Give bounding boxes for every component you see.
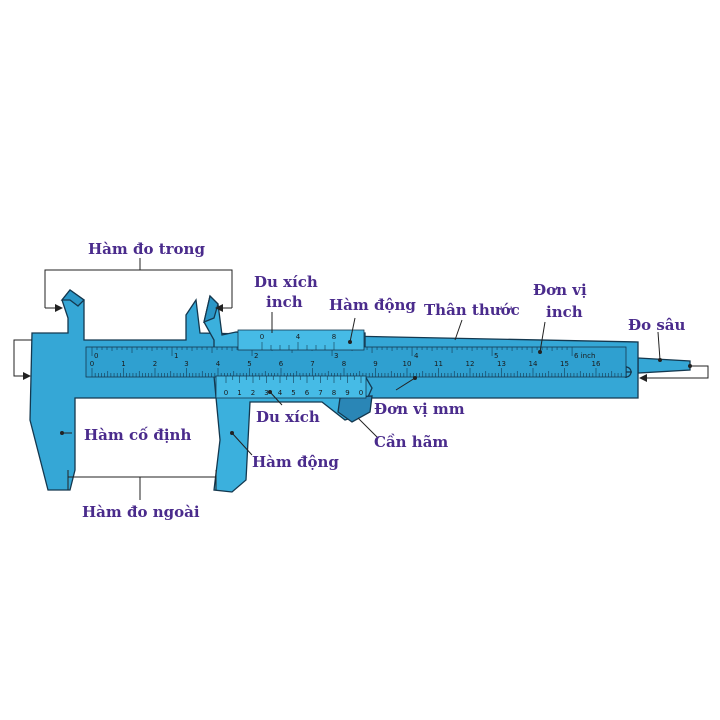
label-inch-unit-2: inch xyxy=(546,303,583,321)
vernier-mm-label: 9 xyxy=(345,389,349,397)
inch-tick-label: 3 xyxy=(334,352,338,360)
vernier-mm-label: 5 xyxy=(291,389,295,397)
cm-tick-label: 11 xyxy=(434,360,443,368)
depth-probe-rod xyxy=(637,357,691,374)
vernier-inch-label: 8 xyxy=(332,333,336,341)
inch-tick-label: 5 xyxy=(494,352,498,360)
vernier-mm-label: 2 xyxy=(251,389,255,397)
cm-tick-label: 12 xyxy=(466,360,475,368)
inch-tick-label: 6 inch xyxy=(574,352,595,360)
inch-tick-label: 4 xyxy=(414,352,419,360)
vernier-inch-label: 0 xyxy=(260,333,264,341)
label-outside-jaws: Hàm đo ngoài xyxy=(82,503,200,521)
vernier-mm-label: 4 xyxy=(278,389,283,397)
label-vernier-inch-1: Du xích xyxy=(254,273,318,291)
cm-tick-label: 4 xyxy=(216,360,221,368)
vernier-mm-label: 8 xyxy=(332,389,336,397)
label-fixed-jaw: Hàm cố định xyxy=(84,426,191,444)
vernier-mm-label: 0 xyxy=(359,389,363,397)
label-depth-probe: Đo sâu xyxy=(628,316,686,334)
inch-tick-label: 0 xyxy=(94,352,98,360)
vernier-inch-label: 4 xyxy=(296,333,301,341)
lock-screw xyxy=(337,395,373,423)
label-inch-unit-1: Đơn vị xyxy=(533,281,587,299)
vernier-mm-window xyxy=(215,375,367,399)
main-scale-strip xyxy=(85,346,627,378)
labels: Hàm đo trong Du xích inch Hàm động Thân … xyxy=(82,240,686,521)
leader-lines xyxy=(13,258,709,500)
cm-tick-label: 7 xyxy=(310,360,314,368)
cm-tick-label: 0 xyxy=(90,360,94,368)
cm-tick-label: 9 xyxy=(373,360,377,368)
vernier-mm-label: 1 xyxy=(237,389,241,397)
cm-tick-label: 1 xyxy=(121,360,125,368)
label-mm-unit: Đơn vị mm xyxy=(374,400,465,418)
inside-jaw-left xyxy=(60,289,86,307)
cm-tick-label: 3 xyxy=(184,360,188,368)
cm-tick-label: 8 xyxy=(342,360,346,368)
vernier-mm-label: 6 xyxy=(305,389,310,397)
label-moving-jaw-top: Hàm động xyxy=(329,296,416,314)
vernier-mm-label: 7 xyxy=(318,389,322,397)
inch-tick-label: 2 xyxy=(254,352,258,360)
vernier-mm-label: 0 xyxy=(224,389,228,397)
cm-tick-label: 10 xyxy=(403,360,412,368)
cm-tick-label: 16 xyxy=(592,360,601,368)
cm-tick-label: 2 xyxy=(153,360,157,368)
label-vernier-inch-2: inch xyxy=(266,293,303,311)
label-inside-jaws: Hàm đo trong xyxy=(88,240,205,258)
label-lock-screw: Cần hãm xyxy=(374,433,448,451)
cm-tick-label: 5 xyxy=(247,360,251,368)
cm-tick-label: 6 xyxy=(279,360,284,368)
inch-tick-label: 1 xyxy=(174,352,178,360)
cm-tick-label: 13 xyxy=(497,360,506,368)
vernier-mm-label: 3 xyxy=(264,389,268,397)
label-moving-jaw-bottom: Hàm động xyxy=(252,453,339,471)
cm-tick-label: 15 xyxy=(560,360,569,368)
label-main-scale: Thân thước xyxy=(424,301,520,319)
label-vernier: Du xích xyxy=(256,408,320,426)
vernier-inch-window xyxy=(237,329,365,351)
cm-tick-label: 14 xyxy=(529,360,538,368)
